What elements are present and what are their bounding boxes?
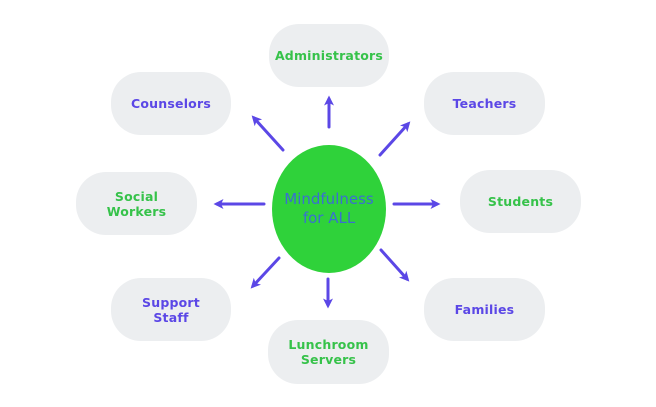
arrow-to-teachers [378,121,411,157]
node-label: Administrators [274,48,384,63]
node-social-workers: Social Workers [76,172,197,235]
arrow-to-families [379,248,410,282]
node-label: Counselors [131,96,211,111]
node-label: Lunchroom Servers [288,337,369,367]
node-label: Social Workers [106,188,167,219]
arrow-to-counselors [251,115,285,152]
node-families: Families [424,278,545,341]
node-support-staff: Support Staff [111,278,231,341]
node-administrators: Administrators [269,24,389,87]
arrow-to-support-staff [250,256,281,289]
node-label: Teachers [452,96,517,111]
hub-label: Mindfulness for ALL [284,190,374,227]
node-label: Students [487,194,554,209]
node-teachers: Teachers [424,72,545,135]
node-students: Students [460,170,581,233]
node-label: Families [454,302,515,317]
node-lunchroom-servers: Lunchroom Servers [268,320,389,384]
hub-mindfulness-for-all: Mindfulness for ALL [272,145,386,273]
node-label: Support Staff [142,294,200,325]
node-counselors: Counselors [111,72,231,135]
